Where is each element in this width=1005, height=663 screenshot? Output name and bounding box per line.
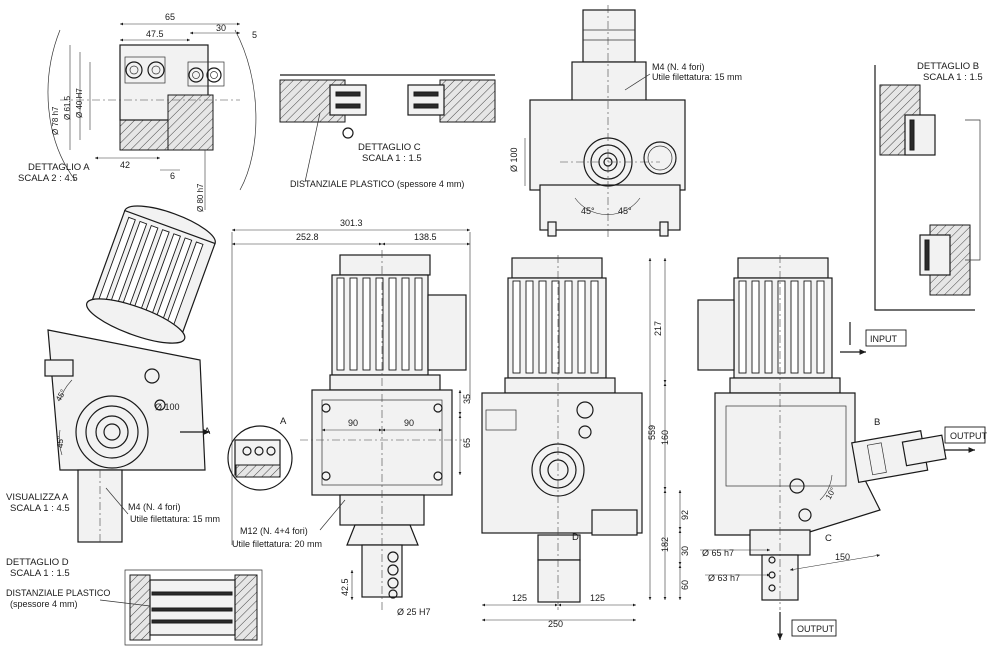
right-motor-fins bbox=[738, 280, 825, 374]
view-a-fins bbox=[96, 216, 204, 332]
dim-138-5: 138.5 bbox=[414, 232, 437, 242]
dim-60: 60 bbox=[680, 580, 690, 590]
detail-d-spacer-1: DISTANZIALE PLASTICO bbox=[6, 588, 110, 598]
dim-a-42: 42 bbox=[120, 160, 130, 170]
detail-b-view: DETTAGLIO B SCALA 1 : 1.5 bbox=[874, 61, 983, 311]
detail-c-letter: C bbox=[825, 533, 832, 544]
note-m4-left-2: Utile filettatura: 15 mm bbox=[130, 514, 220, 524]
dim-252-8: 252.8 bbox=[296, 232, 319, 242]
detail-d-title: DETTAGLIO D bbox=[6, 557, 69, 568]
dim-a-6: 6 bbox=[170, 171, 175, 181]
dim-45-left: 45° bbox=[581, 206, 595, 216]
detail-b-letter: B bbox=[874, 417, 880, 428]
dim-a-30: 30 bbox=[216, 23, 226, 33]
dim-a-phi80: Ø 80 h7 bbox=[196, 183, 205, 212]
dim-a-65: 65 bbox=[165, 12, 175, 22]
detail-c-spacer-note: DISTANZIALE PLASTICO (spessore 4 mm) bbox=[290, 179, 464, 189]
dim-160: 160 bbox=[660, 430, 670, 445]
dim-90-left: 90 bbox=[348, 418, 358, 428]
dim-559: 559 bbox=[647, 425, 657, 440]
detail-c-view: DETTAGLIO C SCALA 1 : 1.5 DISTANZIALE PL… bbox=[279, 74, 496, 189]
detail-c-scale: SCALA 1 : 1.5 bbox=[362, 153, 422, 164]
dim-250: 250 bbox=[548, 619, 563, 629]
dim-phi63: Ø 63 h7 bbox=[708, 573, 740, 583]
detail-a-scale: SCALA 2 : 4.5 bbox=[18, 173, 78, 184]
detail-d-view: DETTAGLIO D SCALA 1 : 1.5 DISTANZIALE PL… bbox=[6, 557, 263, 646]
dim-92: 92 bbox=[680, 510, 690, 520]
dim-a-47-5: 47.5 bbox=[146, 29, 164, 39]
detail-a-view: 65 47.5 30 5 42 6 Ø 78 h7 Ø 61.5 Ø 40 H7… bbox=[18, 12, 257, 212]
view-a-scale: SCALA 1 : 4.5 bbox=[10, 503, 70, 514]
dim-phi100-left: Ø 100 bbox=[155, 402, 180, 412]
note-m12-1: M12 (N. 4+4 fori) bbox=[240, 526, 308, 536]
detail-a-screws bbox=[124, 56, 225, 87]
detail-d-letter: D bbox=[572, 532, 579, 543]
dim-65: 65 bbox=[462, 438, 472, 448]
flow-input: INPUT bbox=[870, 334, 898, 344]
dim-150: 150 bbox=[835, 552, 850, 562]
detail-d-spacer-2: (spessore 4 mm) bbox=[10, 599, 78, 609]
detail-b-title: DETTAGLIO B bbox=[917, 61, 979, 72]
note-m4-left-1: M4 (N. 4 fori) bbox=[128, 502, 181, 512]
flow-output-side: OUTPUT bbox=[950, 431, 988, 441]
view-a: A Ø 100 45° 45° VISUALIZZA A SCALA 1 : 4… bbox=[6, 205, 220, 545]
dim-phi25: Ø 25 H7 bbox=[397, 607, 431, 617]
dim-45-right: 45° bbox=[618, 206, 632, 216]
dim-35: 35 bbox=[462, 394, 472, 404]
front-motor-fins bbox=[336, 277, 423, 371]
note-m12-2: Utile filettatura: 20 mm bbox=[232, 539, 322, 549]
view-a-title: VISUALIZZA A bbox=[6, 492, 69, 503]
right-view: 217 559 160 92 182 30 60 bbox=[647, 255, 988, 640]
dim-217: 217 bbox=[653, 321, 663, 336]
dim-30: 30 bbox=[680, 546, 690, 556]
note-m4-top-1: M4 (N. 4 fori) bbox=[652, 62, 705, 72]
view-a-arrow-letter: A bbox=[204, 426, 211, 437]
detail-a-title: DETTAGLIO A bbox=[28, 162, 90, 173]
dim-a-phi78: Ø 78 h7 bbox=[51, 106, 60, 135]
detail-d-scale: SCALA 1 : 1.5 bbox=[10, 568, 70, 579]
flow-output-bottom: OUTPUT bbox=[797, 624, 835, 634]
dim-phi100-top: Ø 100 bbox=[509, 147, 519, 172]
top-view: Ø 100 45° 45° M4 (N. 4 fori) Utile filet… bbox=[509, 5, 742, 240]
dim-phi65: Ø 65 h7 bbox=[702, 548, 734, 558]
dim-125-left: 125 bbox=[512, 593, 527, 603]
dim-a-phi61: Ø 61.5 bbox=[63, 95, 72, 120]
dim-90-right: 90 bbox=[404, 418, 414, 428]
side-motor-fins bbox=[512, 280, 599, 374]
dim-125-right: 125 bbox=[590, 593, 605, 603]
front-view: 301.3 252.8 138.5 90 90 bbox=[227, 218, 472, 617]
detail-c-title: DETTAGLIO C bbox=[358, 142, 421, 153]
dim-45-b: 45° bbox=[56, 436, 65, 448]
dim-182: 182 bbox=[660, 537, 670, 552]
dim-a-5: 5 bbox=[252, 30, 257, 40]
dim-301-3: 301.3 bbox=[340, 218, 363, 228]
detail-b-scale: SCALA 1 : 1.5 bbox=[923, 72, 983, 83]
dim-a-phi40: Ø 40 H7 bbox=[75, 88, 84, 118]
side-view: 125 125 250 D bbox=[481, 255, 643, 629]
detail-a-bubble-letter: A bbox=[280, 416, 287, 427]
dim-42-5: 42.5 bbox=[340, 578, 350, 596]
note-m4-top-2: Utile filettatura: 15 mm bbox=[652, 72, 742, 82]
